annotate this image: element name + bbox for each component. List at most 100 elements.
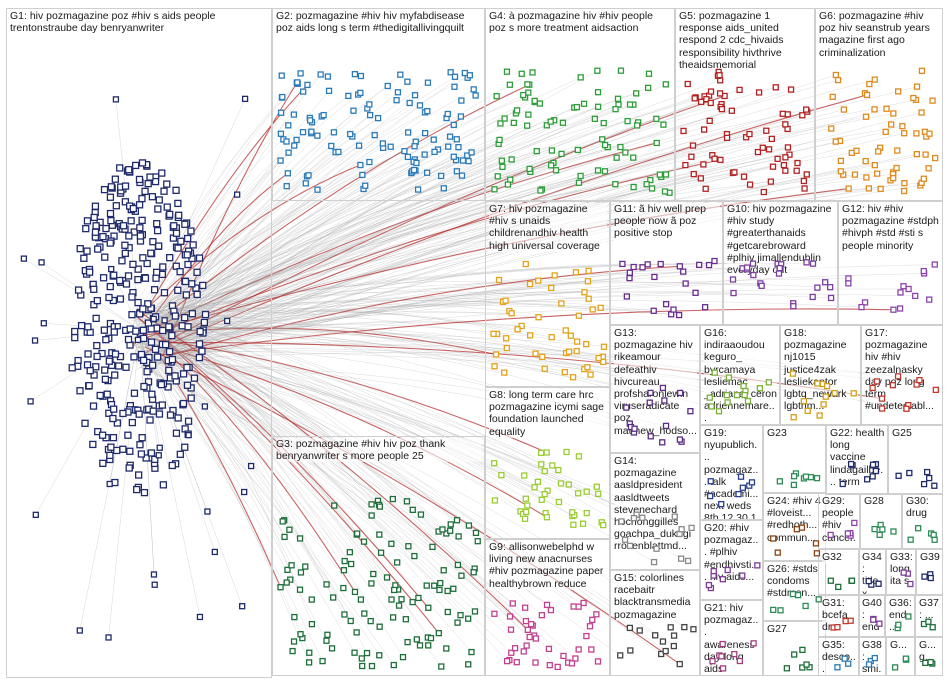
node-g10 xyxy=(777,266,782,271)
node-g2 xyxy=(292,143,297,148)
node-g6 xyxy=(902,189,907,194)
node-g7 xyxy=(494,352,499,357)
node-g1 xyxy=(123,281,129,287)
node-g7 xyxy=(503,298,508,303)
node-g1 xyxy=(95,246,101,252)
node-g40 xyxy=(871,617,876,622)
node-g11 xyxy=(677,264,682,269)
node-g16 xyxy=(735,393,740,398)
node-g1 xyxy=(182,315,188,321)
node-g19 xyxy=(708,479,713,484)
node-g30 xyxy=(932,537,937,542)
node-g10 xyxy=(811,261,816,266)
node-g2 xyxy=(284,139,289,144)
node-g2 xyxy=(456,145,461,150)
node-g1 xyxy=(175,287,181,293)
node-g1 xyxy=(33,338,38,343)
node-g3 xyxy=(282,534,287,539)
node-g24 xyxy=(813,541,818,546)
node-g5 xyxy=(717,73,722,78)
node-g1 xyxy=(156,243,162,249)
node-g3 xyxy=(342,612,347,617)
node-g6 xyxy=(872,107,877,112)
node-g5 xyxy=(685,81,690,86)
node-g9 xyxy=(508,614,513,619)
node-g8 xyxy=(524,509,529,514)
node-g9 xyxy=(584,634,589,639)
node-g32 xyxy=(836,584,841,589)
node-g4 xyxy=(654,140,659,145)
node-g5 xyxy=(737,87,742,92)
node-g4 xyxy=(538,188,543,193)
node-g1 xyxy=(69,365,75,371)
node-g21 xyxy=(720,642,725,647)
node-g5 xyxy=(683,163,688,168)
node-g10 xyxy=(804,260,809,265)
node-g10 xyxy=(823,280,828,285)
node-g3 xyxy=(405,640,410,645)
node-g1 xyxy=(166,367,172,373)
node-g13 xyxy=(647,400,652,405)
node-g9 xyxy=(590,617,595,622)
node-g7 xyxy=(552,273,557,278)
node-g4 xyxy=(618,68,623,73)
node-g1 xyxy=(102,376,108,382)
node-g1 xyxy=(151,572,156,577)
node-g5 xyxy=(709,89,714,94)
node-g39 xyxy=(928,576,933,581)
node-g23 xyxy=(815,476,820,481)
node-g12 xyxy=(898,306,903,311)
node-g8 xyxy=(596,491,601,496)
node-g1 xyxy=(106,635,111,640)
node-g9 xyxy=(587,624,592,629)
node-g7 xyxy=(567,349,572,354)
node-g1 xyxy=(133,328,139,334)
node-g41 xyxy=(893,665,898,670)
node-g31 xyxy=(848,618,853,623)
node-g14 xyxy=(686,558,691,563)
node-g5 xyxy=(775,156,780,161)
node-g1 xyxy=(171,223,177,229)
node-g4 xyxy=(511,120,516,125)
node-g13 xyxy=(660,440,665,445)
node-g2 xyxy=(348,132,353,137)
node-g8 xyxy=(539,450,544,455)
node-g11 xyxy=(645,262,650,267)
node-g3 xyxy=(369,581,374,586)
node-g42 xyxy=(923,660,928,665)
node-g11 xyxy=(620,261,625,266)
node-g1 xyxy=(28,399,33,404)
node-g2 xyxy=(376,116,381,121)
node-g1 xyxy=(21,256,26,261)
node-g1 xyxy=(160,264,166,270)
node-g7 xyxy=(562,370,567,375)
node-g19 xyxy=(708,494,713,499)
node-g8 xyxy=(576,491,581,496)
node-g2 xyxy=(467,73,472,78)
node-g1 xyxy=(137,442,143,448)
node-g5 xyxy=(729,108,734,113)
node-g23 xyxy=(803,474,808,479)
node-g1 xyxy=(147,174,153,180)
node-g13 xyxy=(660,385,665,390)
node-g5 xyxy=(761,190,766,195)
node-g2 xyxy=(294,137,299,142)
node-g9 xyxy=(508,627,513,632)
node-g6 xyxy=(891,111,896,116)
node-g17 xyxy=(880,406,885,411)
node-g5 xyxy=(718,91,723,96)
node-g2 xyxy=(308,118,313,123)
node-g1 xyxy=(183,292,189,298)
node-g2 xyxy=(395,90,400,95)
node-g16 xyxy=(707,395,712,400)
node-g3 xyxy=(362,539,367,544)
node-g7 xyxy=(491,331,496,336)
node-g17 xyxy=(870,385,875,390)
node-g5 xyxy=(747,132,752,137)
node-g22 xyxy=(870,474,875,479)
node-g1 xyxy=(102,254,108,260)
node-g1 xyxy=(110,416,116,422)
node-g1 xyxy=(113,203,119,209)
node-g1 xyxy=(102,367,108,373)
